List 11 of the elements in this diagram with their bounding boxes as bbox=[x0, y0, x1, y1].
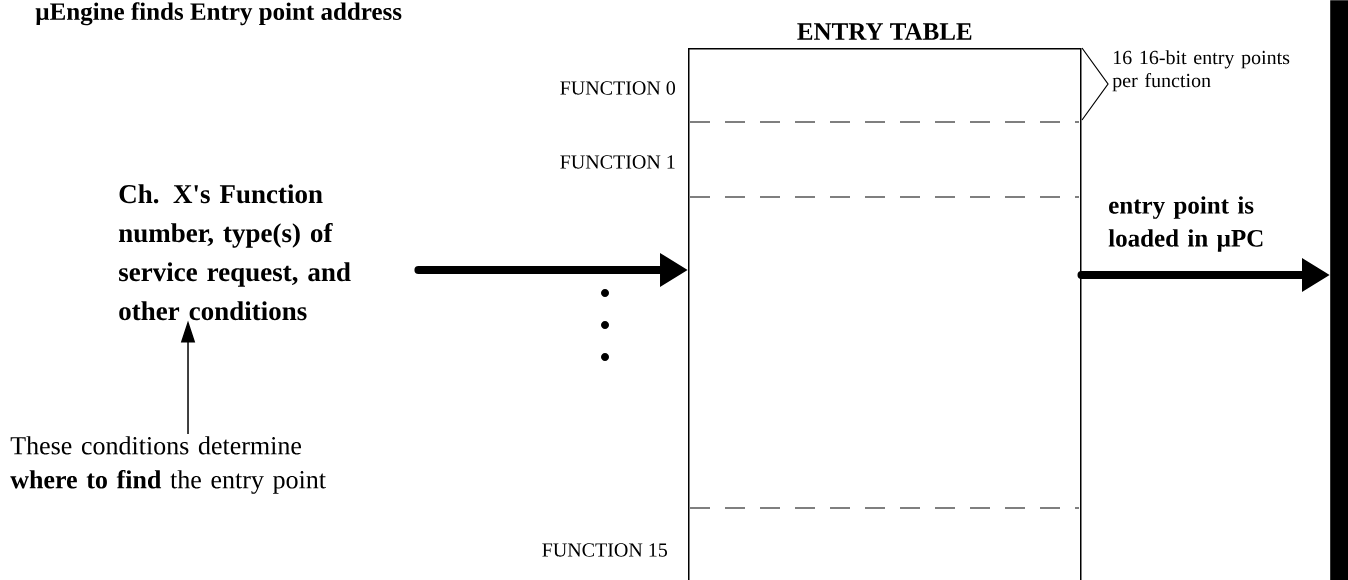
entry-table: ENTRY TABLE bbox=[688, 23, 1082, 580]
row-label: FUNCTION 0 bbox=[560, 81, 676, 95]
edge-label: entry point is loaded in µPC bbox=[1108, 196, 1263, 252]
node-label: ENTRY TABLE bbox=[797, 23, 972, 40]
row-label: FUNCTION 1 bbox=[560, 155, 675, 169]
note-text: 16 16-bit entry points per function bbox=[1112, 50, 1290, 92]
note-text: These conditions determine where to find the entry point bbox=[10, 436, 326, 494]
title: µEngine finds Entry point address bbox=[35, 2, 402, 26]
row-label: FUNCTION 15 bbox=[542, 543, 667, 557]
condition-text: Ch. X's Function number, type(s) of service request, and other conditions bbox=[118, 184, 351, 321]
bar bbox=[1330, 0, 1348, 580]
